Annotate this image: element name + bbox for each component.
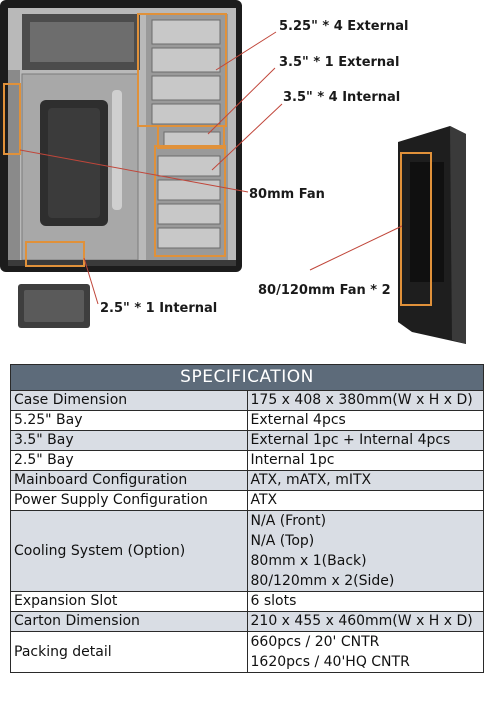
callout-fan-side: 80/120mm Fan * 2 (258, 283, 391, 298)
spec-value-line: ATX (250, 492, 278, 508)
ssd-tray-image (18, 284, 90, 328)
spec-value-line: N/A (Front) (250, 513, 327, 529)
fan80-highlight (3, 83, 21, 155)
spec-label: Packing detail (10, 631, 248, 673)
spec-value: Internal 1pc (246, 450, 484, 471)
callout-bay25: 2.5" * 1 Internal (100, 301, 218, 316)
spec-value: ATX (246, 490, 484, 511)
callout-bay35-external: 3.5" * 1 External (279, 55, 400, 70)
fan-side-highlight (400, 152, 432, 306)
spec-title: SPECIFICATION (10, 364, 484, 391)
spec-value-line: 660pcs / 20' CNTR (250, 634, 380, 650)
spec-value-line: External 4pcs (250, 412, 346, 428)
spec-label: Cooling System (Option) (10, 510, 248, 592)
callout-fan80: 80mm Fan (249, 187, 325, 202)
spec-value: ATX, mATX, mITX (246, 470, 484, 491)
spec-value-line: 175 x 408 x 380mm(W x H x D) (250, 392, 473, 408)
callout-bay525: 5.25" * 4 External (279, 19, 409, 34)
spec-value-line: External 1pc + Internal 4pcs (250, 432, 451, 448)
bay25-highlight (25, 241, 85, 267)
case-interior-image (0, 0, 242, 272)
bay35ext-highlight (157, 125, 225, 149)
spec-value: 210 x 455 x 460mm(W x H x D) (246, 611, 484, 632)
spec-value-line: 80mm x 1(Back) (250, 553, 367, 569)
spec-value-line: N/A (Top) (250, 533, 315, 549)
spec-value: External 4pcs (246, 410, 484, 431)
spec-label: Mainboard Configuration (10, 470, 248, 491)
highlight-boxes (3, 13, 432, 306)
spec-value-line: Internal 1pc (250, 452, 335, 468)
leader-lines (19, 31, 403, 305)
spec-row: Cooling System (Option)N/A (Front) N/A (T… (10, 510, 484, 592)
spec-value: 175 x 408 x 380mm(W x H x D) (246, 390, 484, 411)
spec-value-line: 80/120mm x 2(Side) (250, 573, 395, 589)
spec-value-line: ATX, mATX, mITX (250, 472, 372, 488)
spec-value: 6 slots (246, 591, 484, 612)
spec-label: 5.25" Bay (10, 410, 248, 431)
spec-label: Power Supply Configuration (10, 490, 248, 511)
spec-label: Carton Dimension (10, 611, 248, 632)
case-illustration (0, 0, 466, 344)
spec-value: External 1pc + Internal 4pcs (246, 430, 484, 451)
bay35int-highlight (154, 145, 226, 257)
spec-label: 2.5" Bay (10, 450, 248, 471)
spec-label: Case Dimension (10, 390, 248, 411)
spec-value-line: 1620pcs / 40'HQ CNTR (250, 654, 410, 670)
spec-label: Expansion Slot (10, 591, 248, 612)
callout-bay35-internal: 3.5" * 4 Internal (283, 90, 401, 105)
spec-value: N/A (Front) N/A (Top) 80mm x 1(Back) 80/120… (246, 510, 484, 592)
spec-value: 660pcs / 20' CNTR 1620pcs / 40'HQ CNTR (246, 631, 484, 673)
spec-label: 3.5" Bay (10, 430, 248, 451)
spec-value-line: 210 x 455 x 460mm(W x H x D) (250, 613, 473, 629)
spec-value-line: 6 slots (250, 593, 297, 609)
